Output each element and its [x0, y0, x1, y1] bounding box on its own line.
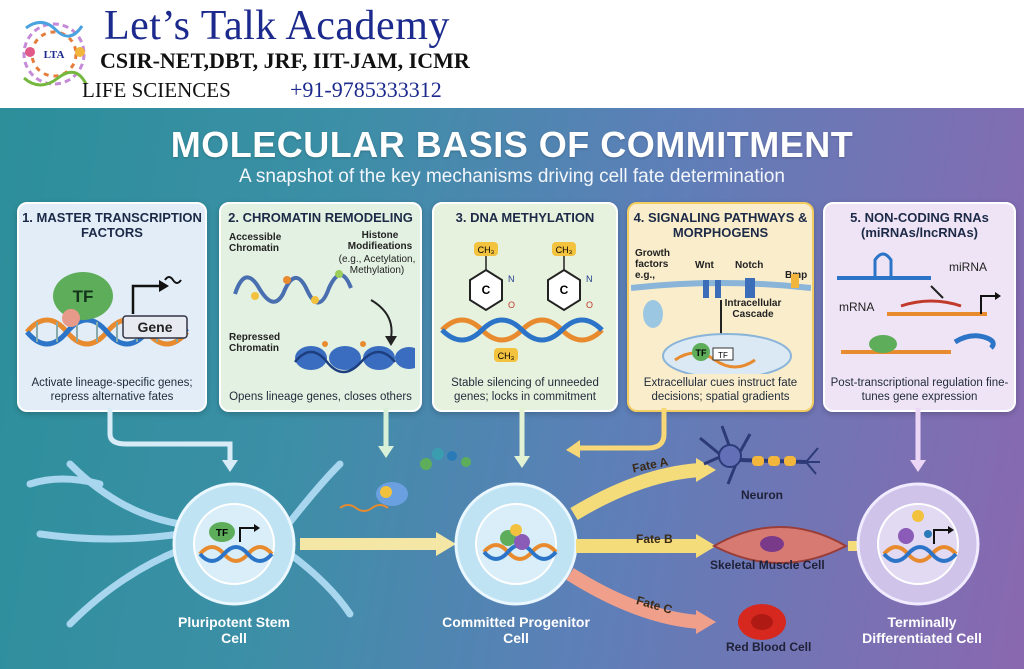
svg-text:CH₃: CH₃ [478, 245, 495, 255]
arrow-icon [696, 534, 716, 558]
panel-caption: Activate lineage-specific genes; repress… [31, 377, 193, 403]
panel-caption: Post-transcriptional regulation fine-tun… [830, 377, 1009, 403]
arrow-icon [696, 610, 716, 634]
svg-text:CH₃: CH₃ [556, 245, 573, 255]
muscle-cell-icon [711, 526, 849, 564]
chromatin-illustration [233, 270, 415, 374]
cascade-label: Intracellular Cascade [724, 298, 782, 320]
repressed-chromatin-label: Repressed Chromatin [229, 332, 281, 354]
stem-cell-processes [26, 460, 354, 628]
progenitor-cell-label: Committed Progenitor Cell [442, 614, 590, 646]
poster-title: MOLECULAR BASIS OF COMMITMENT [170, 124, 854, 165]
notch-label: Notch [735, 260, 764, 271]
exam-list: CSIR-NET,DBT, JRF, IIT-JAM, ICMR [100, 48, 470, 73]
neuron-icon [699, 425, 820, 485]
logo-text: LTA [44, 49, 65, 61]
methylation-illustration: CH₃ C N O CH₃ C N O CH₃ [440, 242, 604, 362]
panel-title: 5. NON-CODING RNAs (miRNAs/lncRNAs) [850, 210, 989, 240]
header: LTA Let’s Talk Academy CSIR-NET,DBT, JRF… [0, 0, 1024, 108]
arrow-icon [910, 460, 926, 472]
methyl-group-icon [494, 348, 518, 362]
poster-subtitle: A snapshot of the key mechanisms driving… [238, 166, 785, 187]
tf-label: TF [73, 287, 94, 306]
arrow-icon [514, 456, 530, 468]
panel-caption: Stable silencing of unneeded genes; lock… [451, 377, 599, 403]
mirna-label: miRNA [949, 260, 987, 274]
signaling-illustration: TF TF [631, 274, 811, 374]
wnt-label: Wnt [695, 260, 714, 271]
panel-caption: Opens lineage genes, closes others [229, 391, 412, 403]
ribosome-icon [869, 335, 897, 353]
svg-text:O: O [586, 300, 593, 310]
panel-noncoding-rna: 5. NON-CODING RNAs (miRNAs/lncRNAs) miRN… [823, 202, 1016, 412]
phone-number: +91-9785333312 [290, 77, 442, 102]
gene-label: Gene [137, 319, 172, 335]
rbc-label: Red Blood Cell [726, 640, 812, 654]
panel-title: 3. DNA METHYLATION [455, 210, 595, 225]
tf-dna-illustration: TF Gene [25, 272, 189, 347]
panel-master-tf: 1. MASTER TRANSCRIPTION FACTORS TF Gene … [17, 202, 207, 412]
arrow-icon [566, 440, 580, 458]
svg-text:TF: TF [718, 351, 728, 360]
svg-text:C: C [482, 283, 491, 297]
arrow-icon [696, 458, 716, 482]
svg-text:O: O [508, 300, 515, 310]
academy-logo: LTA [22, 21, 88, 87]
panel-caption: Extracellular cues instruct fate decisio… [643, 377, 798, 403]
growth-factors-label: Growth factors e.g., [635, 248, 670, 281]
histone-label: Histone Modifieations [347, 230, 413, 252]
panel-chromatin-remodeling: 2. CHROMATIN REMODELING Accessible Chrom… [219, 202, 422, 412]
differentiation-pathway: TF [26, 408, 980, 640]
stem-tf-label: TF [216, 528, 228, 539]
muscle-label: Skeletal Muscle Cell [710, 558, 825, 572]
receptor-icon [643, 300, 663, 328]
panel-dna-methylation: 3. DNA METHYLATION CH₃ C N O CH₃ C N O [432, 202, 618, 412]
svg-text:C: C [560, 283, 569, 297]
poster: MOLECULAR BASIS OF COMMITMENT A snapshot… [0, 108, 1024, 669]
hairpin-icon [873, 252, 893, 278]
svg-text:N: N [508, 274, 515, 284]
neuron-label: Neuron [741, 488, 783, 502]
arrow-icon [222, 460, 238, 472]
panel-title: 1. MASTER TRANSCRIPTION FACTORS [22, 210, 202, 240]
gene-box [122, 315, 188, 339]
subject-label: LIFE SCIENCES [82, 78, 231, 102]
tf-protein-icon [53, 272, 113, 320]
panel-signaling: 4. SIGNALING PATHWAYS & MORPHOGENS Growt… [627, 202, 814, 412]
cytosine-right-icon: CH₃ C N O [547, 242, 593, 312]
histone-example-label: (e.g., Acetylation, Methylation) [338, 254, 416, 276]
panel-title: 2. CHROMATIN REMODELING [228, 210, 413, 225]
signal-molecules-icon [339, 448, 471, 512]
arrow-icon [385, 336, 397, 346]
cytosine-left-icon: CH₃ C N O [469, 242, 515, 312]
svg-text:TF: TF [696, 348, 707, 358]
red-blood-cell-icon [738, 604, 786, 640]
nucleosome-icon [295, 346, 415, 370]
fate-b-label: Fate B [636, 532, 673, 546]
rna-illustration [837, 252, 1001, 354]
arrow-icon [378, 446, 394, 458]
transcription-arrow-icon [159, 280, 169, 292]
terminal-cell-label: Terminally Differentiated Cell [862, 614, 982, 646]
svg-text:N: N [586, 274, 593, 284]
panel-title: 4. SIGNALING PATHWAYS & MORPHOGENS [633, 210, 808, 240]
brand-name: Let’s Talk Academy [104, 3, 450, 49]
stem-cell-label: Pluripotent Stem Cell [177, 614, 290, 646]
mrna-label: mRNA [839, 300, 875, 314]
arrow-icon [436, 532, 456, 556]
svg-text:CH₃: CH₃ [498, 351, 515, 361]
accessible-chromatin-label: Accessible Chromatin [229, 232, 282, 254]
